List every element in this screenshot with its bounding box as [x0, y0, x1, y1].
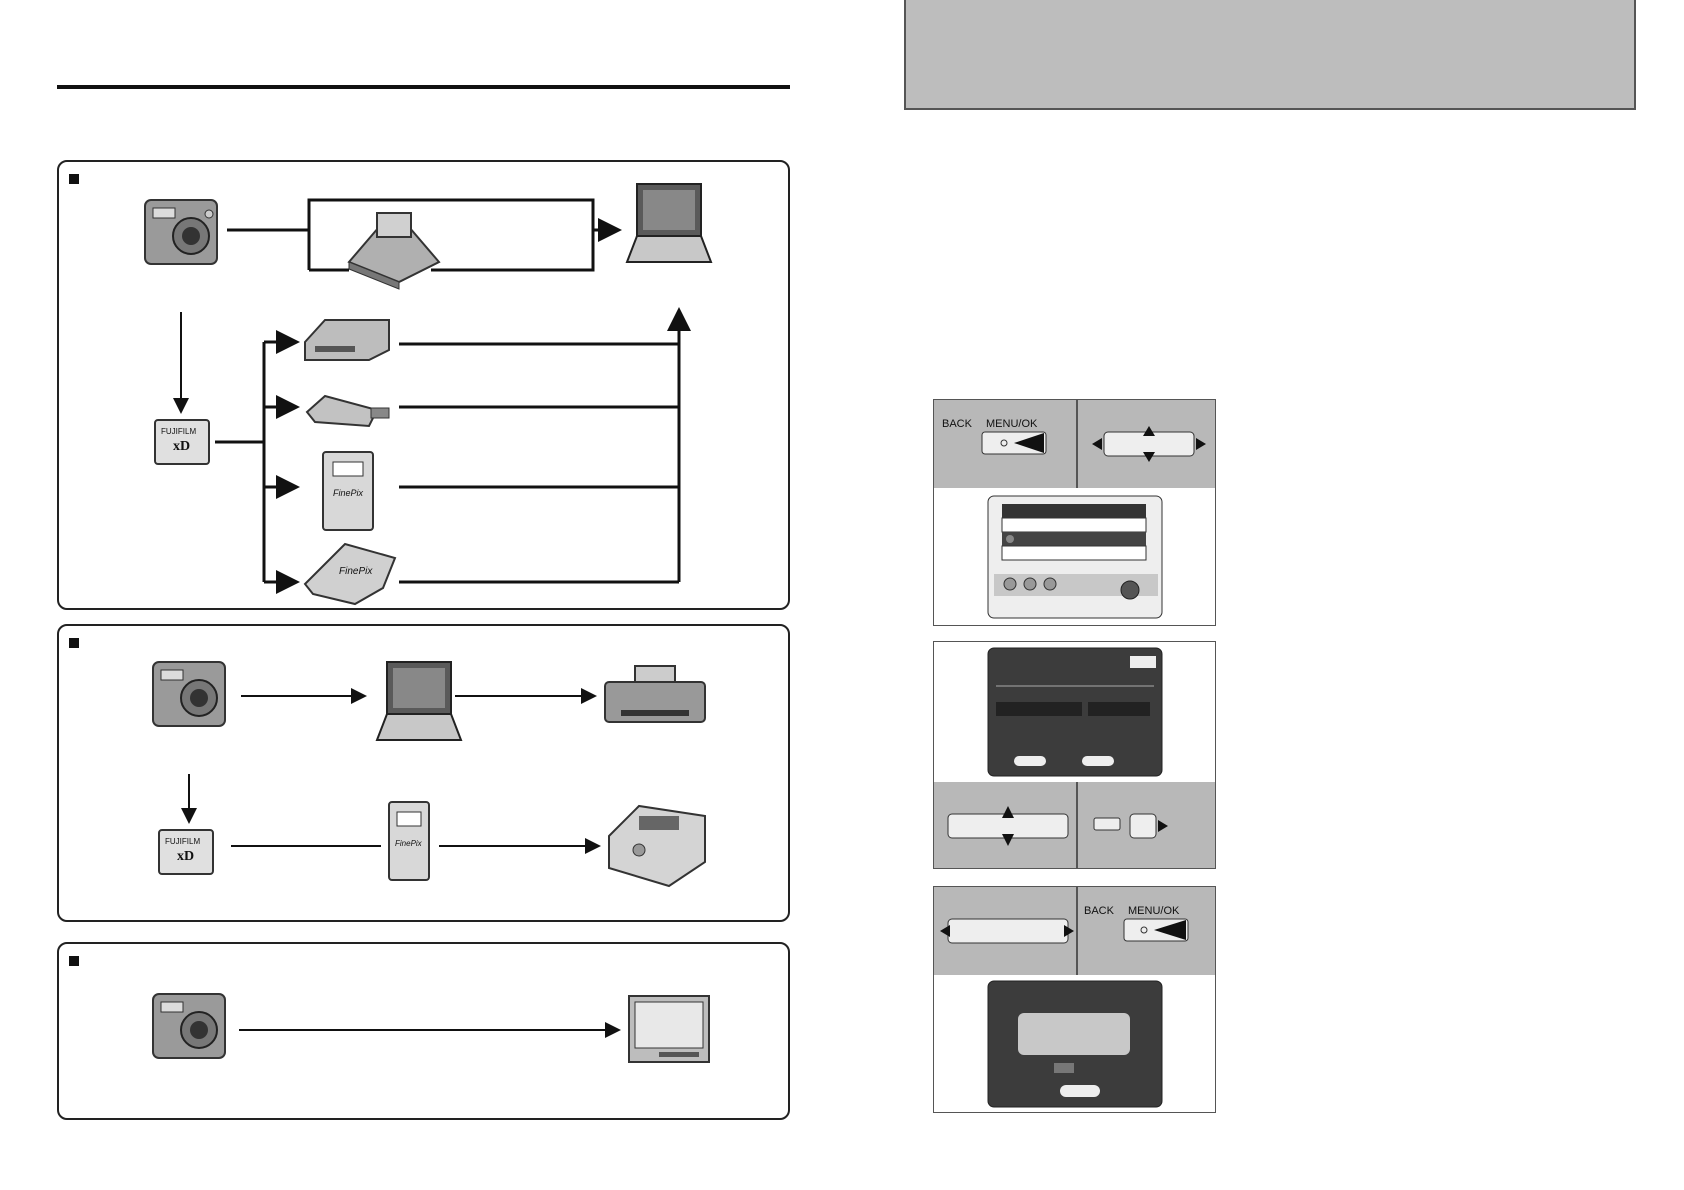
menu-ok-dot-icon: [1140, 926, 1148, 934]
right-arrow-icon: [1158, 820, 1168, 832]
laptop-computer-icon: [625, 183, 713, 263]
right-arrow-icon: [1196, 438, 1206, 450]
press-arrow-icon: [1154, 920, 1186, 940]
pc-card-adapter-icon: FinePix: [322, 451, 374, 531]
confirm-illustration: BACK MENU/OK: [934, 887, 1215, 1112]
left-arrow-icon: [1092, 438, 1102, 450]
digital-camera-icon: [144, 199, 218, 265]
svg-text:FUJIFILM: FUJIFILM: [161, 427, 196, 436]
press-arrow-icon: [1014, 433, 1044, 453]
step-illustration-confirm: BACK MENU/OK: [933, 886, 1216, 1113]
four-way-button[interactable]: [947, 918, 1069, 944]
panel-tv-connection: [57, 942, 790, 1120]
printer-connection-diagram: FUJIFILM xD FinePix: [152, 661, 706, 888]
menu-open-illustration: BACK MENU/OK: [934, 400, 1215, 625]
svg-text:FinePix: FinePix: [339, 566, 373, 577]
back-label: BACK: [1084, 905, 1115, 917]
menu-ok-dot-icon: [1000, 439, 1008, 447]
pc-card-adapter-icon: FinePix: [388, 801, 430, 881]
panel-printer-connection: FUJIFILM xD FinePix: [57, 624, 790, 922]
mode-icon: [1023, 577, 1037, 591]
menu-ok-label: MENU/OK: [1128, 905, 1180, 917]
svg-text:xD: xD: [173, 439, 190, 454]
panel-bullet: [69, 174, 79, 184]
svg-text:FinePix: FinePix: [333, 488, 364, 498]
xd-picture-card-icon: FUJIFILM xD: [154, 419, 210, 465]
up-arrow-icon: [1002, 806, 1014, 818]
panel-bullet: [69, 956, 79, 966]
back-label: BACK: [942, 418, 973, 430]
step-illustration-menu-open: BACK MENU/OK: [933, 399, 1216, 626]
laptop-computer-icon: [375, 661, 463, 741]
svg-text:xD: xD: [177, 849, 194, 864]
svg-text:FUJIFILM: FUJIFILM: [165, 837, 200, 846]
step-illustration-select-setting: [933, 641, 1216, 869]
mode-icon: [1043, 577, 1057, 591]
usb-card-reader-icon: [305, 394, 390, 428]
inkjet-printer-icon: [604, 665, 706, 723]
up-arrow-icon: [1143, 426, 1155, 436]
tv-connection-diagram: [152, 993, 710, 1063]
card-reader-icon: [304, 319, 390, 361]
svg-text:FinePix: FinePix: [395, 839, 423, 848]
left-arrow-icon: [940, 925, 950, 937]
panel-computer-connection: FUJIFILM xD FinePix FinePix: [57, 160, 790, 610]
television-icon: [628, 995, 710, 1063]
right-arrow-icon: [1064, 925, 1074, 937]
mode-icon: [1003, 577, 1017, 591]
digital-camera-icon: [152, 661, 226, 727]
down-arrow-icon: [1002, 834, 1014, 846]
camera-cradle-icon: [347, 212, 441, 290]
setup-icon: [1120, 580, 1140, 600]
computer-connection-diagram: FUJIFILM xD FinePix FinePix: [144, 183, 713, 606]
select-setting-illustration: [934, 642, 1215, 868]
page-top-rule: [57, 85, 790, 89]
xd-picture-card-icon: FUJIFILM xD: [158, 829, 214, 875]
menu-ok-label: MENU/OK: [986, 418, 1038, 430]
down-arrow-icon: [1143, 452, 1155, 462]
panel-bullet: [69, 638, 79, 648]
digital-camera-icon: [152, 993, 226, 1059]
compact-flash-adapter-icon: FinePix: [303, 542, 397, 606]
chapter-header-band: [904, 0, 1636, 110]
photo-printer-icon: [608, 804, 706, 888]
right-button[interactable]: [1129, 813, 1157, 839]
